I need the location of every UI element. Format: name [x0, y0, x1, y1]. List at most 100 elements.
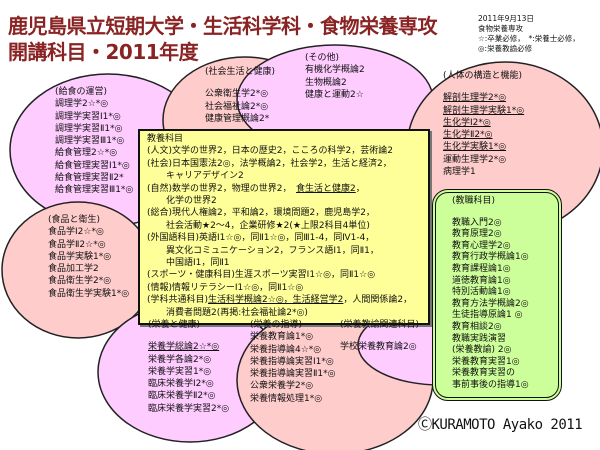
group-shakai: (社会生活と健康)公衆衛生学2*◎社会福祉論2*◎健康管理概論2* — [205, 66, 275, 125]
course-item: 教育行政学概論1◎ — [452, 252, 529, 263]
kyoyo-segment: (自然)数学の世界2，物理の世界2， — [147, 183, 296, 194]
kyoyo-segment: 消費者問題2(再掲:社会福祉論2*◎) — [166, 307, 308, 318]
course-item: 学校栄養教育論2◎ — [340, 342, 417, 353]
kyoyo-segment: 異文化コミュニケーション2，フランス語Ⅰ1，同Ⅱ1， — [166, 245, 379, 256]
course-item: 生化学Ⅱ2*◎ — [443, 130, 493, 141]
kyoyo-segment: (情報)情報リテラシーⅠ1☆◎，同Ⅱ1☆◎ — [147, 282, 304, 293]
course-item: 教職入門2◎ — [452, 217, 502, 228]
kyoyo-text: 教養科目 (人文)文学の世界2，日本の歴史2，こころの科学2，芸術論2(社会)日本… — [147, 133, 412, 319]
group-header: (食品と衛生) — [48, 215, 101, 225]
course-item: 教育課程論1◎ — [452, 263, 511, 274]
kyoyo-segment: 社会活動★2～4，企業研修★2(★上限2科目4単位) — [166, 220, 370, 231]
group-header: (人体の構造と機能) — [443, 71, 523, 81]
kyoyo-segment: (スポーツ・健康科目)生涯スポーツ実習Ⅰ1☆◎，同Ⅱ1☆◎ — [147, 270, 376, 281]
course-item: 教育方法学概論2◎ — [452, 298, 529, 309]
kyoyo-segment: 化学の世界2 — [166, 196, 217, 207]
course-item: 食品衛生学実験1*◎ — [48, 288, 130, 299]
course-item: 調理学実習Ⅰ1*◎ — [55, 111, 121, 122]
course-item: 食品学Ⅱ2☆*◎ — [48, 239, 106, 250]
course-item: 特別活動論1◎ — [452, 287, 511, 298]
kyoyo-segment: 中国語Ⅰ1，同Ⅱ1 — [166, 258, 230, 269]
group-eiyo-kenko: (栄養と健康) 栄養学総論2☆*◎栄養学各論2*◎栄養学実習1*◎ 臨床栄養学Ⅰ2*… — [148, 319, 229, 415]
group-header: (その他) — [305, 53, 340, 63]
course-item: 食品加工学2 — [48, 264, 99, 275]
kyoyo-line: キャリアデザイン2 — [147, 170, 412, 182]
course-item: 食品衛生学2*◎ — [48, 276, 112, 287]
course-item: 解剖生理学2*◎ — [443, 93, 507, 104]
course-item: 栄養教育実習の — [452, 368, 516, 379]
course-item: 健康と運動2☆ — [305, 89, 364, 100]
course-item: 公衆衛生学2*◎ — [205, 89, 269, 100]
page-title-line2: 開講科目・2011年度 — [8, 40, 199, 64]
kyoyo-line: 社会活動★2～4，企業研修★2(★上限2科目4単位) — [147, 220, 412, 232]
course-item: 食品学Ⅰ2☆*◎ — [48, 227, 104, 238]
course-item: 栄養指導論実習Ⅰ1*◎ — [250, 356, 334, 367]
kyoyo-segment: ，人間関係論2， — [343, 295, 413, 306]
group-kyoshoku: (教職科目) 教職入門2◎教育原理2◎教育心理学2◎教育行政学概論1◎教育課程論1… — [452, 196, 529, 392]
kyoyo-line: (社会)日本国憲法2◎，法学概論2，社会学2，生活と経済2， — [147, 158, 412, 170]
legend-note: 2011年9月13日 食物栄養専攻 ☆:卒業必修， *:栄養士必修， ◎:栄養教… — [478, 14, 580, 54]
course-item: 給食管理実習Ⅲ1*◎ — [55, 185, 134, 196]
note-dept: 食物栄養専攻 — [478, 24, 523, 33]
kyoyo-line: (情報)情報リテラシーⅠ1☆◎，同Ⅱ1☆◎ — [147, 282, 412, 294]
kyoyo-segment: ， — [355, 183, 365, 194]
course-item: 生化学Ⅰ2*◎ — [443, 117, 491, 128]
kyoyo-segment: 食生活と健康2 — [295, 183, 356, 194]
kyoyo-line: 教養科目 — [147, 133, 412, 145]
group-header: (教職科目) — [452, 196, 496, 206]
course-item: 臨床栄養学Ⅰ2*◎ — [148, 379, 214, 390]
kyoyo-segment: (学科共通科目) — [147, 295, 209, 306]
kyoyo-segment: (社会)日本国憲法2◎，法学概論2，社会学2，生活と経済2， — [147, 158, 392, 169]
course-item: 栄養学実習1*◎ — [148, 366, 212, 377]
course-item: 道徳教育論1◎ — [452, 275, 511, 286]
copyright: ⒸKURAMOTO Ayako 2011 — [418, 417, 583, 433]
course-item: 栄養指導論実習Ⅱ1*◎ — [250, 369, 336, 380]
group-header: (栄養と健康) — [148, 320, 201, 330]
course-item: 食品学実験1*◎ — [48, 251, 112, 262]
group-jintai: (人体の構造と機能) 解剖生理学2*◎解剖生理学実験1*◎生化学Ⅰ2*◎ 生化学Ⅱ2… — [443, 70, 524, 178]
course-item: 調理学実習Ⅱ1*◎ — [55, 123, 123, 134]
note-legend-2: ◎:栄養教諭必修 — [478, 44, 533, 53]
course-item: 臨床栄養学Ⅱ2*◎ — [148, 391, 216, 402]
kyoyo-box — [138, 129, 430, 325]
course-item: 解剖生理学実験1*◎ — [443, 105, 525, 116]
course-item: 生徒指導原論1 ◎ — [452, 310, 523, 321]
course-item: 生物概論2 — [305, 77, 347, 88]
kyoshoku-box — [432, 189, 562, 401]
group-eiyo-shido: (栄養の指導)栄養教育論1*◎栄養指導論4☆*◎栄養指導論実習Ⅰ1*◎栄養指導論… — [250, 319, 336, 405]
course-item: 病理学1 — [443, 167, 476, 178]
course-item: 教育相談2◎ — [452, 321, 502, 332]
note-legend-1: ☆:卒業必修， *:栄養士必修， — [478, 34, 580, 43]
course-item: 教職実践演習 — [452, 333, 507, 344]
course-item: 栄養教育論1*◎ — [250, 332, 314, 343]
kyoyo-segment: (人文)文学の世界2，日本の歴史2，こころの科学2，芸術論2 — [147, 146, 393, 157]
course-item: 教育心理学2◎ — [452, 240, 511, 251]
course-item: 臨床栄養学実習2*◎ — [148, 403, 230, 414]
course-item: 運動生理学2*◎ — [443, 154, 507, 165]
group-header: (社会生活と健康) — [205, 67, 276, 77]
kyoyo-line: (人文)文学の世界2，日本の歴史2，こころの科学2，芸術論2 — [147, 145, 412, 157]
course-item: 栄養学総論2☆*◎ — [148, 342, 220, 353]
course-item: 教育原理2◎ — [452, 229, 502, 240]
kyoyo-line: (総合)現代人権論2，平和論2，環境問題2，鹿児島学2， — [147, 207, 412, 219]
kyoyo-segment: キャリアデザイン2 — [166, 171, 244, 182]
course-item: 給食管理実習Ⅰ1*◎ — [55, 160, 130, 171]
kyoyo-segment: 教養科目 — [147, 134, 184, 144]
kyoyo-line: 化学の世界2 — [147, 195, 412, 207]
group-header: (栄養の指導) — [250, 320, 303, 330]
kyoyo-segment: 生活科学概論2☆◎，生活経営学2 — [208, 295, 344, 306]
kyoyo-segment: (総合)現代人権論2，平和論2，環境問題2，鹿児島学2， — [147, 208, 375, 219]
course-item: 公衆栄養学2*◎ — [250, 381, 314, 392]
course-item: 栄養学各論2*◎ — [148, 354, 212, 365]
course-item: 社会福祉論2*◎ — [205, 101, 269, 112]
kyoyo-segment: (外国語科目)英語Ⅰ1☆◎，同Ⅱ1☆◎，同Ⅲ1-4，同Ⅳ1-4， — [147, 233, 375, 244]
kyoyo-line: 異文化コミュニケーション2，フランス語Ⅰ1，同Ⅱ1， — [147, 245, 412, 257]
course-item: 生化学実験1*◎ — [443, 142, 507, 153]
course-item: (栄養教諭) 2◎ — [452, 345, 512, 356]
page-title-line1: 鹿児島県立短期大学・生活科学科・食物栄養専攻 — [8, 14, 438, 38]
kyoyo-line: (外国語科目)英語Ⅰ1☆◎，同Ⅱ1☆◎，同Ⅲ1-4，同Ⅳ1-4， — [147, 232, 412, 244]
course-item: 栄養情報処理1*◎ — [250, 393, 323, 404]
course-item: 栄養教育実習1◎ — [452, 356, 520, 367]
